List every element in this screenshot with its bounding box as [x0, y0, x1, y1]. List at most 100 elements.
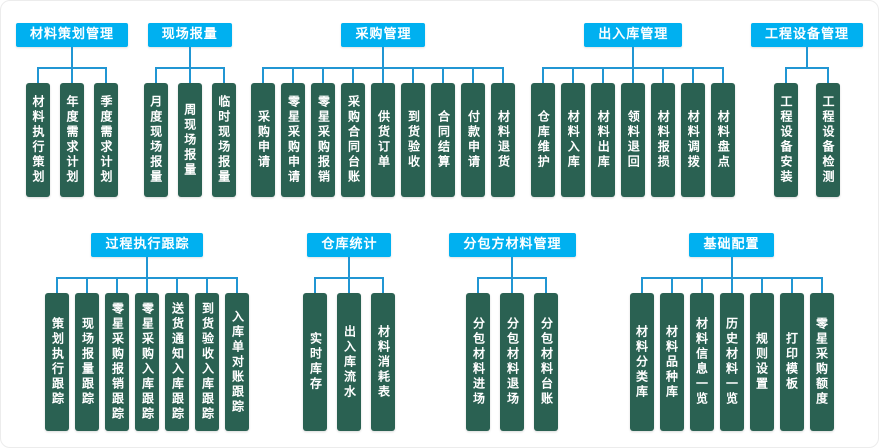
module-column: 月度现场报量	[143, 67, 168, 197]
module-label: 年度需求计划	[65, 95, 79, 185]
connector-horizontal-line	[641, 277, 822, 279]
group-header-process-tracking: 过程执行跟踪	[91, 233, 204, 257]
module-label: 月度现场报量	[148, 95, 163, 185]
module-box: 材料出库	[591, 83, 616, 197]
module-label: 材料出库	[596, 110, 611, 170]
connector-drop-line	[322, 67, 325, 83]
group-procurement: 采购管理采购申请零星采购申请零星采购报销采购合同台账供货订单到货验收合同结算付款…	[251, 23, 516, 197]
module-label: 出入库流水	[342, 324, 357, 400]
connector-stem	[146, 257, 149, 277]
connector-stem	[632, 47, 635, 67]
module-box: 零星采购入库跟踪	[135, 293, 160, 431]
connector-drop-line	[692, 67, 695, 83]
module-label: 策划执行跟踪	[50, 317, 65, 407]
connector-drop-line	[730, 277, 733, 293]
module-label: 零星采购报销跟踪	[110, 302, 125, 422]
connector-drop-line	[348, 277, 351, 293]
group-site-reporting: 现场报量月度现场报量 周现场报量临时现场报量	[143, 23, 236, 197]
module-box: 工程设备检测	[815, 83, 840, 197]
connector-drop-line	[477, 277, 480, 293]
group-children-subcontractor-material: 分包材料进场分包材料退场分包材料台账	[466, 277, 559, 431]
connector-horizontal-line	[263, 67, 504, 69]
module-label: 采购合同台账	[346, 95, 361, 185]
module-label: 材料调拨	[686, 110, 701, 170]
module-column: 合同结算	[431, 67, 456, 197]
connector-stem	[805, 47, 808, 67]
connector-stem	[348, 257, 351, 277]
module-box: 零星采购额度	[809, 293, 834, 431]
module-box: 周现场报量	[177, 83, 202, 197]
module-column: 领料退回	[621, 67, 646, 197]
connector-drop-line	[722, 67, 725, 83]
connector-horizontal-line	[543, 67, 724, 69]
module-box: 材料分类库	[629, 293, 654, 431]
connector-drop-line	[545, 277, 548, 293]
module-box: 临时现场报量	[211, 83, 236, 197]
group-children-procurement: 采购申请零星采购申请零星采购报销采购合同台账供货订单到货验收合同结算付款申请材料…	[251, 67, 516, 197]
connector-drop-line	[382, 67, 385, 83]
module-column: 入库单对账跟踪	[225, 277, 250, 431]
connector-drop-line	[236, 277, 239, 293]
module-column: 送货通知入库跟踪	[165, 277, 190, 431]
connector-drop-line	[176, 277, 179, 293]
module-label: 到货验收	[406, 110, 421, 170]
connector-drop-line	[442, 67, 445, 83]
module-label: 合同结算	[436, 110, 451, 170]
connector-stem	[188, 47, 191, 67]
module-box: 到货验收入库跟踪	[195, 293, 220, 431]
connector-drop-line	[502, 67, 505, 83]
group-warehouse-io: 出入库管理仓库维护材料入库材料出库领料退回材料报损材料调拨材料盘点	[531, 23, 736, 197]
module-column: 出入库流水	[337, 277, 362, 431]
connector-drop-line	[222, 67, 225, 83]
group-header-site-reporting: 现场报量	[147, 23, 232, 47]
connector-drop-line	[105, 67, 107, 83]
module-label: 送货通知入库跟踪	[170, 302, 185, 422]
group-header-warehouse-io: 出入库管理	[584, 23, 683, 47]
connector-stem	[511, 257, 514, 277]
module-box: 零星采购报销跟踪	[105, 293, 130, 431]
module-box: 材料执行策划	[26, 83, 50, 197]
module-label: 入库单对账跟踪	[230, 309, 245, 415]
module-label: 零星采购申请	[286, 95, 301, 185]
connector-drop-line	[382, 277, 385, 293]
module-column: 付款申请	[461, 67, 486, 197]
module-column: 分包材料台账	[534, 277, 559, 431]
module-box: 分包材料退场	[500, 293, 525, 431]
module-label: 周现场报量	[182, 102, 197, 178]
connector-horizontal-line	[155, 67, 224, 69]
connector-drop-line	[37, 67, 39, 83]
module-label: 季度需求计划	[99, 95, 113, 185]
module-box: 规则设置	[749, 293, 774, 431]
module-column: 历史材料一览	[719, 277, 744, 431]
module-box: 工程设备安装	[773, 83, 798, 197]
module-label: 材料信息一览	[694, 317, 709, 407]
module-label: 零星采购额度	[814, 317, 829, 407]
connector-drop-line	[700, 277, 703, 293]
group-header-basic-config: 基础配置	[689, 233, 774, 257]
module-box: 零星采购申请	[281, 83, 306, 197]
group-material-planning: 材料策划管理材料执行策划年度需求计划季度需求计划	[16, 23, 129, 197]
connector-horizontal-line	[478, 277, 547, 279]
connector-drop-line	[472, 67, 475, 83]
module-column: 材料信息一览	[689, 277, 714, 431]
module-column: 到货验收入库跟踪	[195, 277, 220, 431]
group-children-warehouse-stats: 实时库存出入库流水材料消耗表	[303, 277, 396, 431]
module-label: 领料退回	[626, 110, 641, 170]
module-column: 零星采购入库跟踪	[135, 277, 160, 431]
module-label: 分包材料进场	[471, 317, 486, 407]
module-column: 年度需求计划	[60, 67, 84, 197]
group-children-material-planning: 材料执行策划 年度需求计划 季度需求计划	[26, 67, 118, 197]
module-column: 打印模板	[779, 277, 804, 431]
module-column: 材料退货	[491, 67, 516, 197]
module-box: 材料退货	[491, 83, 516, 197]
module-column: 材料调拨	[681, 67, 706, 197]
module-column: 零星采购申请	[281, 67, 306, 197]
module-label: 到货验收入库跟踪	[200, 302, 215, 422]
connector-horizontal-line	[315, 277, 384, 279]
module-column: 到货验收	[401, 67, 426, 197]
connector-drop-line	[116, 277, 119, 293]
module-column: 材料报损	[651, 67, 676, 197]
module-box: 分包材料进场	[466, 293, 491, 431]
connector-drop-line	[146, 277, 149, 293]
module-box: 仓库维护	[531, 83, 556, 197]
